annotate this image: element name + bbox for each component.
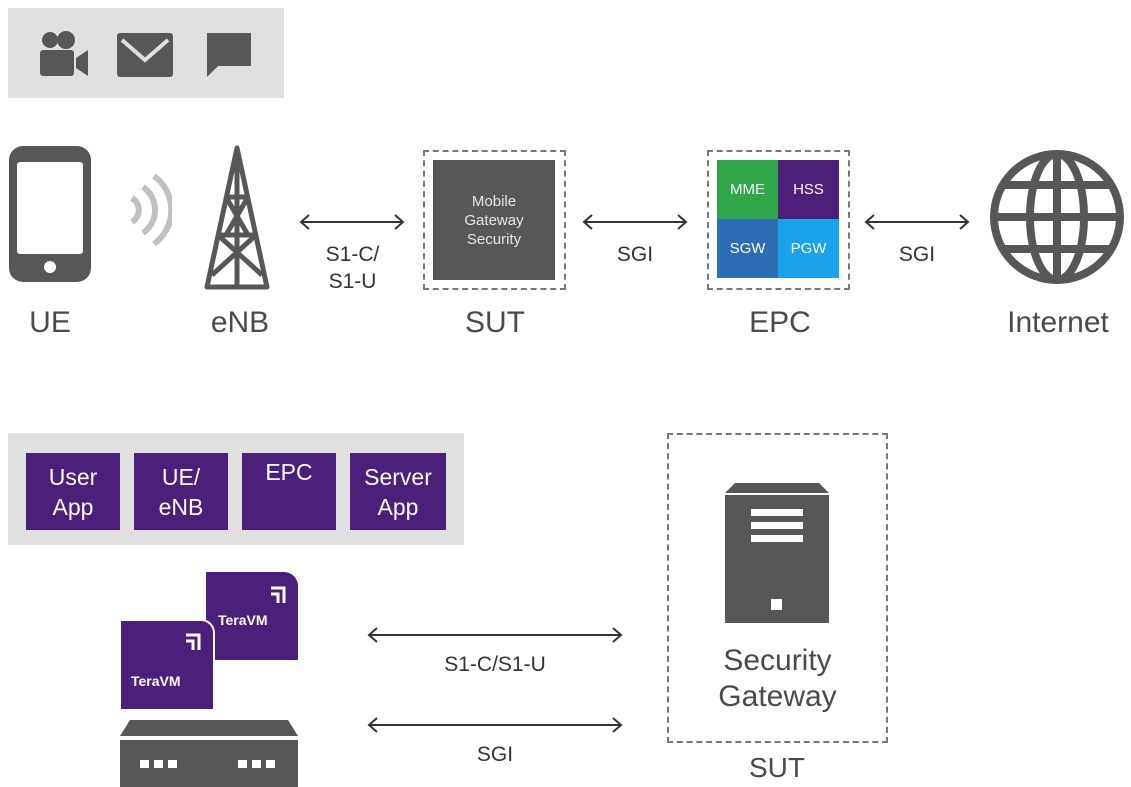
function-box-epc: EPC xyxy=(242,453,336,530)
sut-dashed-box xyxy=(423,150,566,290)
function-panel: User App UE/ eNB EPC Server App xyxy=(8,433,464,545)
server-icon xyxy=(725,483,829,623)
envelope-icon xyxy=(117,33,173,77)
link-label-s1: S1-C/ S1-U xyxy=(325,243,380,293)
link-label-sgi-1: SGI xyxy=(616,243,654,266)
internet-label: Internet xyxy=(1007,306,1109,339)
function-box-server-app: Server App xyxy=(350,453,446,530)
epc-label: EPC xyxy=(749,306,811,339)
function-box-user-app: User App xyxy=(26,453,120,530)
link-arrow-enb-sut xyxy=(299,214,405,230)
teravm-logo-icon xyxy=(186,633,201,650)
enb-label: eNB xyxy=(210,306,270,339)
appliance-icon xyxy=(120,720,298,787)
wireless-signal-icon xyxy=(130,173,172,247)
epc-cell-hss: HSS xyxy=(778,160,839,219)
security-gateway-dashed-box xyxy=(667,433,888,743)
chat-bubble-icon xyxy=(207,33,251,77)
link-arrow-s1-bottom xyxy=(367,627,623,643)
globe-icon xyxy=(990,150,1124,284)
epc-cell-pgw: PGW xyxy=(778,219,839,278)
sut-label-top: SUT xyxy=(465,306,525,339)
epc-cell-sgw: SGW xyxy=(717,219,778,278)
teravm-card-back: TeraVM xyxy=(206,572,298,660)
ue-label: UE xyxy=(29,306,71,339)
function-box-ue-enb: UE/ eNB xyxy=(134,453,228,530)
link-arrow-sut-epc xyxy=(582,214,688,230)
link-label-s1-bottom: S1-C/S1-U xyxy=(444,653,546,676)
mobile-gateway-security-box: Mobile Gateway Security xyxy=(433,160,555,280)
sut-label-bottom: SUT xyxy=(749,752,805,783)
teravm-logo-icon xyxy=(271,586,286,603)
video-camera-icon xyxy=(40,31,88,76)
teravm-label-front: TeraVM xyxy=(131,673,181,689)
link-label-sgi-bottom: SGI xyxy=(476,743,514,766)
teravm-label-back: TeraVM xyxy=(218,612,268,628)
link-label-sgi-2: SGI xyxy=(898,243,936,266)
security-gateway-label: Security Gateway xyxy=(718,644,837,713)
epc-dashed-box xyxy=(707,150,850,290)
cell-tower-icon xyxy=(204,145,270,290)
link-arrow-epc-internet xyxy=(864,214,970,230)
link-arrow-sgi-bottom xyxy=(367,717,623,733)
epc-cell-mme: MME xyxy=(717,160,778,219)
phone-icon xyxy=(9,146,91,282)
teravm-card-front: TeraVM xyxy=(119,619,215,711)
service-icons-panel xyxy=(8,8,284,98)
